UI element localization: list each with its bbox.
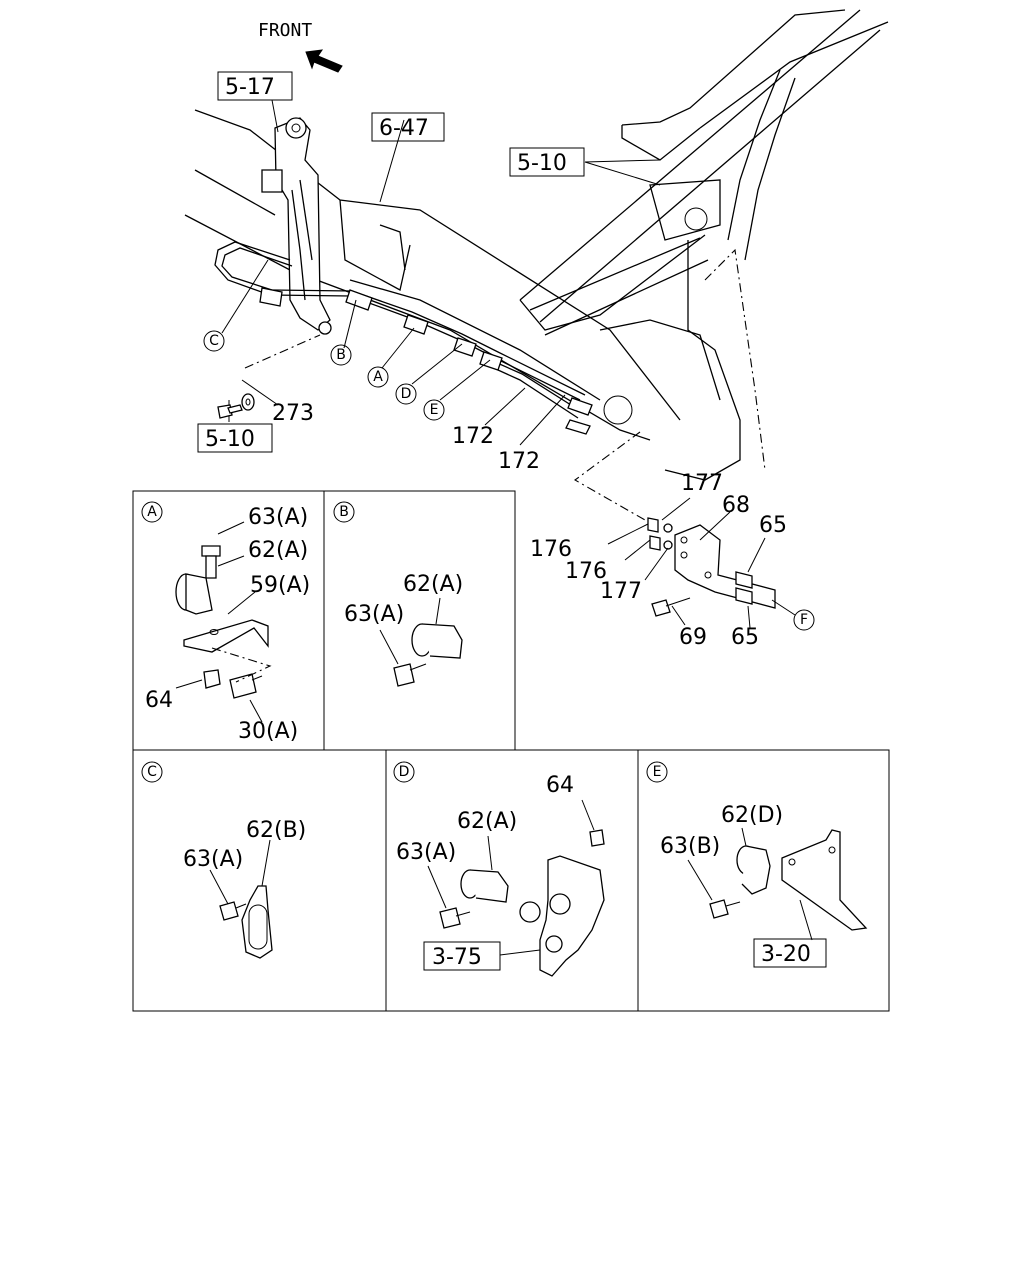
ref-6-47: 6-47 <box>379 116 429 141</box>
ref-5-10-bottom: 5-10 <box>205 427 255 452</box>
ref-box-5-10-bottom <box>197 423 273 453</box>
callout-circle-f <box>793 609 815 631</box>
ref-3-75: 3-75 <box>432 945 482 970</box>
label-65-b: 65 <box>731 625 759 650</box>
label-65-a: 65 <box>759 513 787 538</box>
bracket-68-assembly <box>607 497 796 629</box>
detail-panel-a: A 63(A) 62(A) 59(A) 64 30(A) <box>141 501 310 744</box>
ref-box-3-75 <box>423 941 501 971</box>
ref-5-17: 5-17 <box>225 75 275 100</box>
panel-c-label-63a: 63(A) <box>183 847 243 872</box>
callout-circle-d <box>395 383 417 405</box>
panel-a-label-59a: 59(A) <box>250 573 310 598</box>
panel-d-label-63a: 63(A) <box>396 840 456 865</box>
panel-a-label-63a: 63(A) <box>248 505 308 530</box>
detail-panel-d: D 64 62(A) 63(A) 3-75 <box>393 761 605 977</box>
panel-b-label-63a: 63(A) <box>344 602 404 627</box>
label-177-b: 177 <box>600 579 642 604</box>
callout-circle-b <box>330 344 352 366</box>
leader-lines <box>221 99 661 521</box>
label-176-a: 176 <box>530 537 572 562</box>
panel-a-label-64: 64 <box>145 688 173 713</box>
panel-e-label-63b: 63(B) <box>660 834 720 859</box>
panel-a-label-30a: 30(A) <box>238 719 298 744</box>
crossmember <box>184 109 681 441</box>
label-273: 273 <box>272 401 314 426</box>
ref-box-3-20 <box>753 938 827 968</box>
panel-d-label-64: 64 <box>546 773 574 798</box>
main-assembly: FRONT <box>184 9 889 650</box>
ref-box-5-17 <box>217 71 293 101</box>
front-label: FRONT <box>258 20 312 41</box>
label-176-b: 176 <box>565 559 607 584</box>
callout-circle-a <box>367 366 389 388</box>
callout-circle-c <box>203 330 225 352</box>
panel-e-letter: E <box>653 764 662 780</box>
panel-row-2-frame <box>132 749 890 1012</box>
bolt-washer-273 <box>217 393 255 419</box>
panel-e-label-62d: 62(D) <box>721 803 783 828</box>
detail-panel-c: C 62(B) 63(A) <box>141 761 306 959</box>
callout-a: A <box>373 369 383 385</box>
callout-b: B <box>336 347 346 363</box>
callout-d: D <box>401 386 412 402</box>
panel-b-label-62a: 62(A) <box>403 572 463 597</box>
panel-d-label-62a: 62(A) <box>457 809 517 834</box>
panel-c-letter: C <box>147 764 157 780</box>
detail-panel-b: B 62(A) 63(A) <box>333 501 463 687</box>
label-69: 69 <box>679 625 707 650</box>
callout-c: C <box>209 333 219 349</box>
panel-b-letter: B <box>339 504 349 520</box>
label-172-a: 172 <box>452 424 494 449</box>
callout-circle-e <box>423 399 445 421</box>
callout-e: E <box>430 402 439 418</box>
panel-c-label-62b: 62(B) <box>246 818 306 843</box>
ref-3-20: 3-20 <box>761 942 811 967</box>
label-172-b: 172 <box>498 449 540 474</box>
panel-a-label-62a: 62(A) <box>248 538 308 563</box>
detail-panels: A 63(A) 62(A) 59(A) 64 30(A) B <box>132 490 890 1012</box>
panel-d-letter: D <box>399 764 410 780</box>
ref-box-6-47 <box>371 112 445 142</box>
ref-box-5-10-top <box>509 147 585 177</box>
frame-rails <box>519 9 889 481</box>
panel-a-letter: A <box>147 504 157 520</box>
ref-5-10-top: 5-10 <box>517 151 567 176</box>
front-arrow-icon <box>305 49 343 73</box>
detail-panel-e: E 62(D) 63(B) 3-20 <box>646 761 868 968</box>
label-68: 68 <box>722 493 750 518</box>
label-177-a: 177 <box>681 471 723 496</box>
callout-f: F <box>800 612 808 628</box>
pipe-lines <box>214 241 593 435</box>
column-bracket <box>261 117 332 335</box>
